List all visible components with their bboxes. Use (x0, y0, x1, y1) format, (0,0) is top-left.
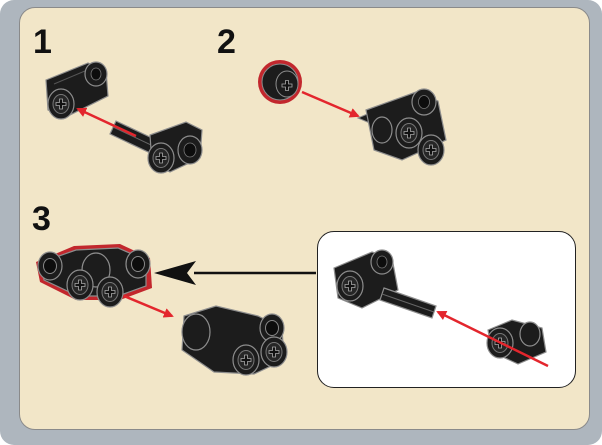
step-2-assembly (356, 88, 447, 166)
step-number-2: 2 (217, 23, 236, 61)
step-number-3: 3 (32, 200, 51, 238)
callout-connector-with-axle (333, 249, 437, 319)
callout-bush (486, 319, 547, 365)
callout-attach-arrow (436, 310, 549, 368)
step-2-bush (258, 60, 302, 104)
step-3-highlighted-assembly (36, 244, 152, 308)
step-3-target-assembly (181, 305, 288, 376)
callout-pointer-arrowhead (154, 261, 196, 285)
step-2-attach-arrow (301, 90, 360, 118)
step-1-attach-arrow (76, 107, 137, 138)
step-3-attach-arrow (123, 294, 174, 318)
step-number-1: 1 (33, 23, 52, 61)
step-1-axle (109, 120, 203, 174)
step-1-connector (45, 61, 109, 120)
